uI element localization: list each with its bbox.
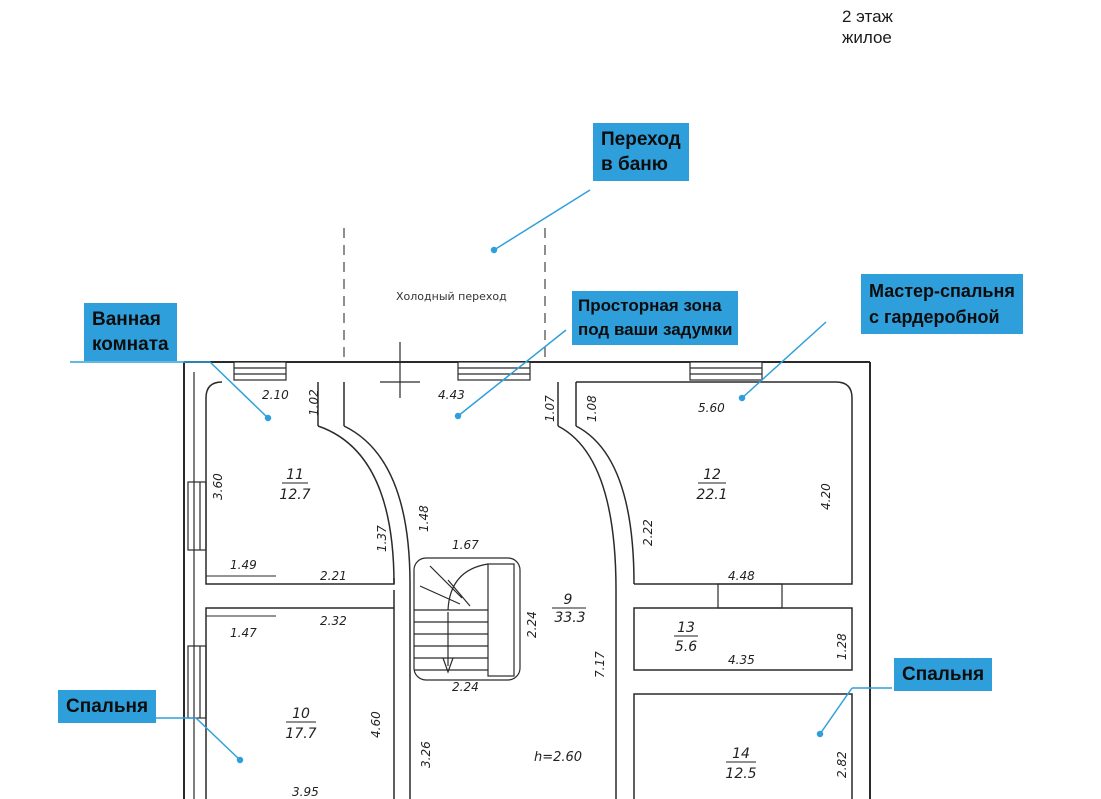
- dim-3-60: 3.60: [211, 473, 225, 500]
- staircase: [413, 557, 521, 681]
- room-9-area: 33.3: [554, 610, 585, 626]
- dim-3-95: 3.95: [292, 785, 319, 799]
- room-14-number: 14: [732, 746, 750, 762]
- ceiling-height: h=2.60: [534, 750, 582, 765]
- callout-master-bedroom-line1: Мастер-спальня: [869, 281, 1015, 301]
- dim-2-24-v: 2.24: [525, 611, 539, 638]
- room-11-number: 11: [286, 467, 304, 483]
- callout-bedroom-right-label: Спальня: [902, 664, 985, 685]
- dim-1-02: 1.02: [307, 389, 321, 416]
- callout-open-zone-line1: Просторная зона: [578, 296, 722, 315]
- windows: [187, 361, 763, 719]
- dimensions: 2.10 4.43 5.60 1.67 1.49 2.21 4.48 2.32 …: [211, 388, 849, 799]
- dim-2-24-h: 2.24: [452, 680, 479, 694]
- floor-number: 2 этаж: [842, 7, 893, 26]
- callout-bedroom-left: Спальня: [58, 690, 157, 723]
- dim-1-08: 1.08: [585, 395, 599, 422]
- room-labels: 11 12.7 12 22.1 9 33.3 13 5.6 10 17.7 14…: [279, 467, 756, 782]
- dim-2-10: 2.10: [262, 388, 289, 402]
- room-13-number: 13: [677, 620, 695, 636]
- callout-bath-passage-line2: в баню: [601, 154, 668, 175]
- dim-1-28: 1.28: [835, 633, 849, 660]
- dim-1-37: 1.37: [375, 525, 389, 552]
- dim-4-60: 4.60: [369, 711, 383, 738]
- room-10-number: 10: [292, 706, 310, 722]
- dim-2-21: 2.21: [320, 569, 347, 583]
- dim-4-43: 4.43: [438, 388, 465, 402]
- room-12-area: 22.1: [696, 487, 727, 503]
- floor-purpose: жилое: [842, 28, 892, 47]
- room-12-number: 12: [703, 467, 721, 483]
- callout-bathroom-line1: Ванная: [92, 309, 161, 330]
- room-11-area: 12.7: [279, 487, 310, 503]
- dim-2-82: 2.82: [835, 751, 849, 778]
- dim-7-17: 7.17: [593, 651, 607, 678]
- room-13-walls: [633, 607, 853, 671]
- dim-1-49: 1.49: [230, 558, 257, 572]
- dim-4-48: 4.48: [728, 569, 755, 583]
- corridor-wall-right-inner: [575, 425, 635, 585]
- room-10-walls: [205, 607, 394, 799]
- callout-bath-passage: Переход в баню: [593, 123, 689, 181]
- callout-bath-passage-line1: Переход: [601, 129, 681, 150]
- room-11-walls: [205, 381, 395, 585]
- dim-3-26: 3.26: [419, 741, 433, 768]
- dim-1-07: 1.07: [543, 395, 557, 422]
- cold-passage-label: Холодный переход: [396, 290, 507, 303]
- room-14-walls: [633, 693, 853, 799]
- dim-2-22: 2.22: [641, 519, 655, 546]
- callout-bedroom-left-label: Спальня: [66, 696, 149, 717]
- corridor-wall-left: [317, 425, 395, 585]
- wardrobe-door: [717, 583, 783, 609]
- room-12-walls: [576, 381, 853, 585]
- callout-open-zone-line2: под ваши задумки: [578, 320, 733, 339]
- corridor-wall-left-inner: [343, 425, 411, 799]
- dim-2-32: 2.32: [320, 614, 347, 628]
- room-14-area: 12.5: [725, 766, 756, 782]
- dim-1-47: 1.47: [230, 626, 257, 640]
- room-9-number: 9: [564, 592, 573, 608]
- room-13-area: 5.6: [675, 639, 697, 655]
- room-10-area: 17.7: [285, 726, 316, 742]
- callout-master-bedroom: Мастер-спальня с гардеробной: [861, 274, 1023, 334]
- callout-master-bedroom-line2: с гардеробной: [869, 307, 1000, 327]
- cold-passage-boundary: [343, 228, 546, 362]
- dim-4-20: 4.20: [819, 483, 833, 510]
- dim-1-67: 1.67: [452, 538, 479, 552]
- callout-bathroom-line2: комната: [92, 334, 169, 355]
- callout-bathroom: Ванная комната: [84, 303, 177, 361]
- floor-title: 2 этаж жилое: [842, 6, 893, 48]
- dim-1-48: 1.48: [417, 505, 431, 532]
- corridor-wall-right: [557, 425, 617, 799]
- dim-4-35: 4.35: [728, 653, 755, 667]
- callout-open-zone: Просторная зона под ваши задумки: [572, 291, 739, 345]
- callout-bedroom-right: Спальня: [894, 658, 993, 691]
- entry-door: [380, 342, 420, 398]
- dim-5-60: 5.60: [698, 401, 725, 415]
